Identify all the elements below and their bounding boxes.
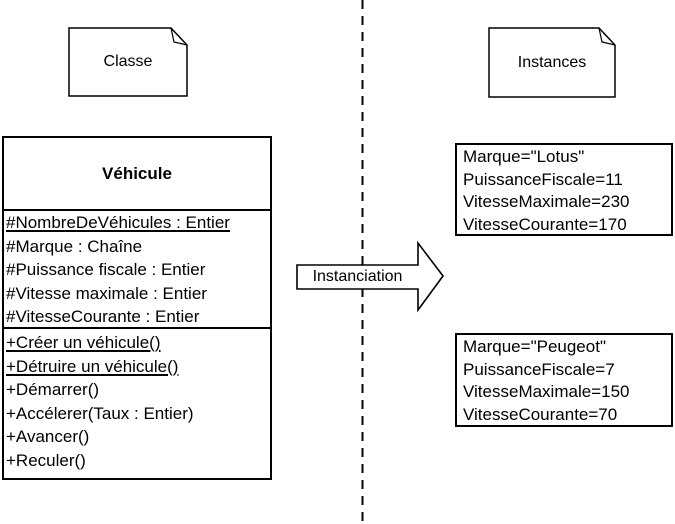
class-attribute: #Vitesse maximale : Entier bbox=[6, 283, 207, 303]
class-attribute: #NombreDeVéhicules : Entier bbox=[6, 213, 230, 232]
class-method: +Accélerer(Taux : Entier) bbox=[6, 403, 194, 423]
instanciation-arrow-label: Instanciation bbox=[312, 268, 403, 285]
block-arrow-right-icon bbox=[296, 240, 444, 313]
uml-class-box: Véhicule #NombreDeVéhicules : Entier #Ma… bbox=[2, 136, 272, 480]
class-attribute: #Puissance fiscale : Entier bbox=[6, 260, 206, 279]
class-methods-compartment: +Créer un véhicule() +Détruire un véhicu… bbox=[4, 329, 270, 472]
instance-attribute: VitesseCourante=170 bbox=[463, 214, 627, 234]
class-title: Véhicule bbox=[4, 138, 270, 211]
instance-attribute: PuissanceFiscale=11 bbox=[463, 169, 623, 189]
class-method: +Créer un véhicule() bbox=[6, 333, 161, 352]
folded-note-icon bbox=[488, 27, 616, 98]
folded-note-icon bbox=[68, 27, 188, 97]
note-instances-label: Instances bbox=[517, 53, 587, 71]
class-method: +Avancer() bbox=[6, 427, 90, 446]
instance-attribute: PuissanceFiscale=7 bbox=[463, 359, 615, 379]
instance-attribute: Marque="Peugeot" bbox=[463, 337, 606, 356]
instance-attribute: VitesseMaximale=230 bbox=[463, 192, 630, 211]
class-attributes-compartment: #NombreDeVéhicules : Entier #Marque : Ch… bbox=[4, 211, 270, 329]
instance-box-peugeot: Marque="Peugeot" PuissanceFiscale=7 Vite… bbox=[455, 333, 673, 427]
class-attribute: #VitesseCourante : Entier bbox=[6, 307, 200, 326]
note-classe-label: Classe bbox=[103, 53, 153, 70]
class-method: +Démarrer() bbox=[6, 380, 100, 399]
instance-box-lotus: Marque="Lotus" PuissanceFiscale=11 Vites… bbox=[455, 143, 673, 236]
instance-attribute: VitesseMaximale=150 bbox=[463, 382, 630, 401]
note-classe: Classe bbox=[68, 27, 188, 97]
class-attribute: #Marque : Chaîne bbox=[6, 236, 143, 256]
note-instances: Instances bbox=[488, 27, 616, 98]
instance-attribute: Marque="Lotus" bbox=[463, 147, 585, 166]
instance-attribute: VitesseCourante=70 bbox=[463, 404, 618, 424]
class-method: +Reculer() bbox=[6, 450, 86, 470]
instanciation-arrow: Instanciation bbox=[294, 239, 446, 313]
class-method: +Détruire un véhicule() bbox=[6, 356, 179, 376]
